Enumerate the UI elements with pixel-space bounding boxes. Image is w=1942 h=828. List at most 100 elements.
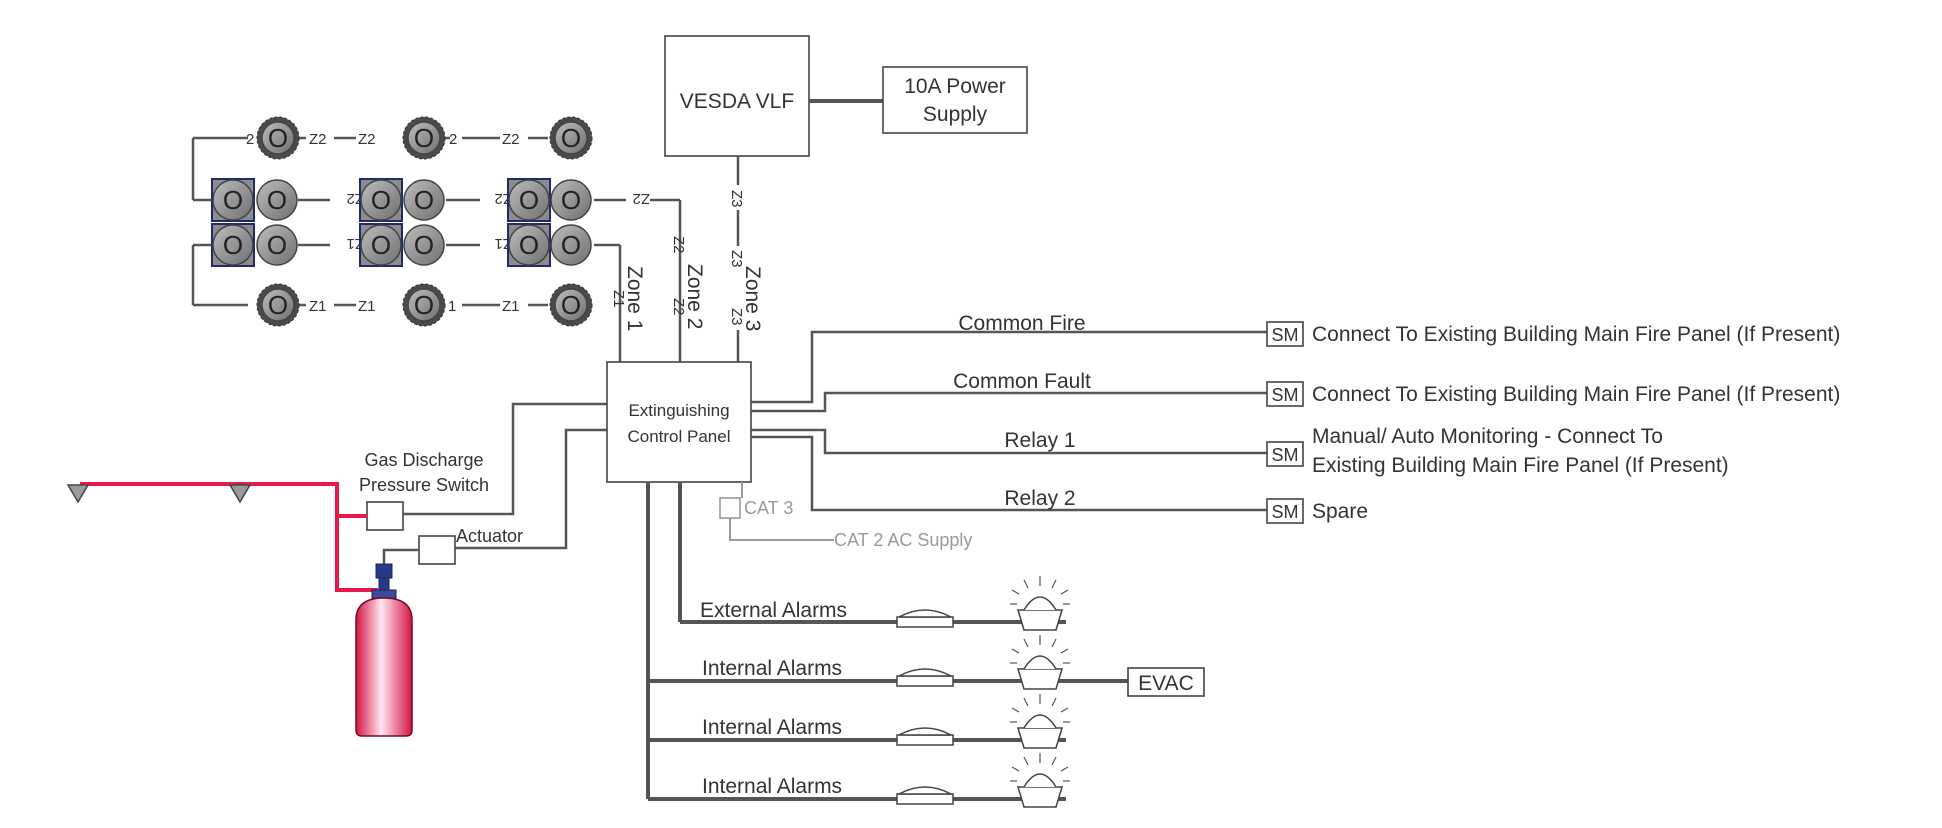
z1-short: 1 — [448, 298, 456, 315]
smoke-detector-icon: O — [508, 179, 550, 221]
output-3-module: SM — [1272, 445, 1299, 465]
output-2-destination: Connect To Existing Building Main Fire P… — [1312, 383, 1840, 406]
cat2-label: CAT 2 AC Supply — [834, 530, 972, 550]
beacon-icon — [1010, 694, 1070, 749]
smoke-detector-icon: O — [256, 224, 298, 266]
output-1-module: SM — [1272, 325, 1299, 345]
output-1-wire-label: Common Fire — [958, 312, 1085, 335]
z2-short-a: 2 — [246, 131, 254, 148]
smoke-detector-icon: O — [256, 283, 300, 327]
output-2-wire-label: Common Fault — [953, 370, 1091, 393]
detector-glyph: O — [561, 123, 581, 153]
z1-rot-zone: Z1 — [610, 290, 627, 308]
smoke-detector-icon: O — [402, 116, 446, 160]
output-3-destination: Manual/ Auto Monitoring - Connect To — [1312, 425, 1663, 448]
output-4: Relay 2 SM Spare — [1004, 487, 1368, 524]
actuator-label: Actuator — [456, 526, 523, 546]
panel-label-1: Extinguishing — [628, 401, 729, 420]
alarm-texts: External Alarms Internal Alarms Internal… — [700, 599, 847, 798]
z2-rot-zone-b: Z2 — [670, 298, 687, 316]
smoke-detector-icon: O — [550, 179, 592, 221]
vesda-label: VESDA VLF — [680, 90, 794, 113]
z2-tag-c: Z2 — [502, 131, 520, 148]
smoke-detector-icon: O — [508, 224, 550, 266]
output-1: Common Fire SM Connect To Existing Build… — [958, 312, 1840, 347]
zone1-label: Zone 1 — [623, 266, 646, 331]
output-3: Relay 1 SM Manual/ Auto Monitoring - Con… — [1004, 425, 1728, 477]
output-2: Common Fault SM Connect To Existing Buil… — [953, 370, 1840, 407]
sounder-icon — [896, 668, 954, 687]
power-supply: 10A Power Supply — [882, 66, 1028, 134]
z2-tag-b: Z2 — [358, 131, 376, 148]
zone3-label: Zone 3 — [741, 266, 764, 331]
discharge-pipe — [66, 482, 378, 592]
beacon-icon — [1010, 635, 1070, 690]
smoke-detector-icon: O — [212, 224, 254, 266]
smoke-detector-icon: O — [360, 179, 402, 221]
detector-glyph: O — [267, 230, 287, 260]
output-4-wire-label: Relay 2 — [1004, 487, 1075, 510]
alarm-4-label: Internal Alarms — [702, 775, 842, 798]
gas-discharge-pressure-switch: Gas Discharge Pressure Switch — [359, 450, 489, 531]
gas-switch-label-1: Gas Discharge — [364, 450, 483, 470]
detector-glyph: O — [561, 290, 581, 320]
power-supply-label-1: 10A Power — [904, 75, 1006, 98]
z2-rot-c: Z2 — [632, 190, 650, 207]
smoke-detector-icon: O — [256, 179, 298, 221]
detector-glyph: O — [267, 185, 287, 215]
smoke-detector-icon: O — [256, 116, 300, 160]
detector-glyph: O — [561, 230, 581, 260]
alarm-2-label: Internal Alarms — [702, 657, 842, 680]
detector-glyph: O — [561, 185, 581, 215]
z1-tag-c: Z1 — [502, 298, 520, 315]
alarm-1-label: External Alarms — [700, 599, 847, 622]
extinguishing-control-panel: Extinguishing Control Panel — [606, 361, 752, 483]
detector-glyph: O — [519, 230, 539, 260]
detector-glyph: O — [414, 185, 434, 215]
z2-tag-a: Z2 — [309, 131, 327, 148]
smoke-detector-icon: O — [402, 283, 446, 327]
vesda-unit: VESDA VLF — [664, 35, 810, 157]
output-4-destination: Spare — [1312, 500, 1368, 523]
detector-glyph: O — [223, 185, 243, 215]
smoke-detector-icon: O — [549, 283, 593, 327]
alarm-3-label: Internal Alarms — [702, 716, 842, 739]
output-2-module: SM — [1272, 385, 1299, 405]
z3-tag-3: Z3 — [728, 308, 745, 326]
alarm-circuits — [648, 576, 1070, 808]
evac-label: EVAC — [1138, 672, 1194, 695]
z3-tag-2: Z3 — [728, 250, 745, 268]
smoke-detector-icon: O — [550, 224, 592, 266]
output-3-destination-2: Existing Building Main Fire Panel (If Pr… — [1312, 454, 1729, 477]
detector-glyph: O — [519, 185, 539, 215]
smoke-detector-icon: O — [403, 179, 445, 221]
zone2-label: Zone 2 — [683, 264, 706, 329]
sounder-icon — [896, 786, 954, 805]
z2-short-b: 2 — [449, 131, 457, 148]
output-3-wire-label: Relay 1 — [1004, 429, 1075, 452]
gas-cylinder — [355, 563, 413, 737]
output-1-destination: Connect To Existing Building Main Fire P… — [1312, 323, 1840, 346]
z1-tag-b: Z1 — [358, 298, 376, 315]
detector-glyph: O — [371, 185, 391, 215]
panel-label-2: Control Panel — [627, 427, 730, 446]
detector-glyph: O — [371, 230, 391, 260]
detector-glyph: O — [414, 123, 434, 153]
detector-glyph: O — [223, 230, 243, 260]
detector-glyph: O — [414, 290, 434, 320]
evac-box: EVAC — [1127, 667, 1205, 697]
z1-tag-a: Z1 — [309, 298, 327, 315]
detector-glyph: O — [414, 230, 434, 260]
smoke-detector-icon: O — [549, 116, 593, 160]
gas-switch-label-2: Pressure Switch — [359, 475, 489, 495]
detector-glyph: O — [268, 123, 288, 153]
beacon-icon — [1010, 576, 1070, 631]
sounder-icon — [896, 609, 954, 628]
nozzle-icon — [66, 484, 90, 504]
power-supply-label-2: Supply — [923, 103, 988, 126]
z3-tag-1: Z3 — [728, 190, 745, 208]
output-4-module: SM — [1272, 502, 1299, 522]
smoke-detector-icon: O — [403, 224, 445, 266]
